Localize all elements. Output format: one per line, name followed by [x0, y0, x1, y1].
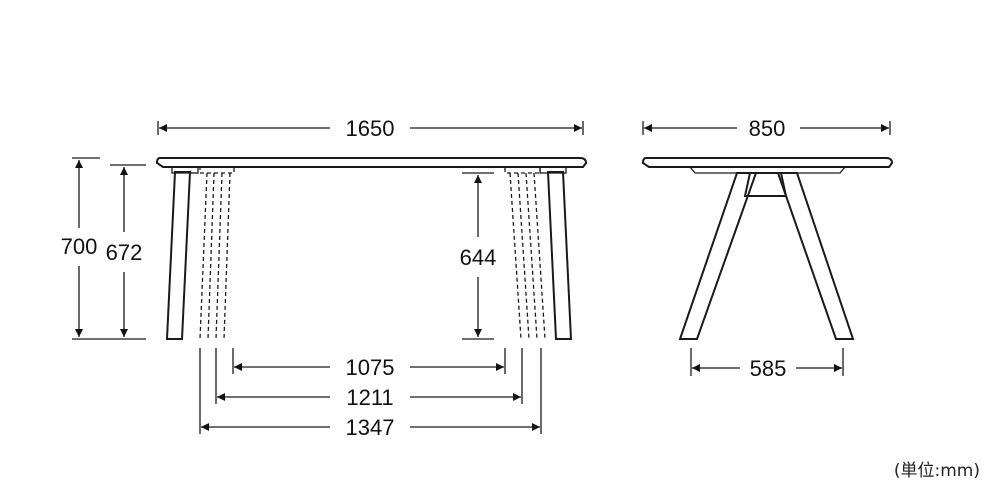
dim-front-width: 1650: [157, 116, 584, 141]
side-apron: [688, 166, 847, 174]
front-view: 1650 700 672 644 107: [61, 116, 588, 440]
dim-label-1650: 1650: [346, 116, 395, 141]
dim-label-1211: 1211: [346, 385, 393, 410]
dim-leg-mid-span: 1211: [217, 385, 521, 410]
dim-leg-inner-span: 1075: [234, 355, 504, 380]
dim-label-1075: 1075: [346, 355, 395, 380]
dim-label-585: 585: [750, 356, 787, 381]
dim-side-leg-span: 585: [690, 348, 844, 381]
front-hidden-legs-right: [504, 166, 546, 340]
side-leg-right: [776, 172, 855, 340]
dim-label-700: 700: [61, 234, 98, 259]
front-hidden-legs-left: [199, 166, 235, 340]
front-leg-left: [165, 171, 192, 340]
dim-label-644: 644: [460, 245, 497, 270]
side-leg-left: [678, 172, 758, 340]
side-view: 850 585: [641, 116, 894, 381]
dim-clearance-height: 644: [460, 175, 497, 337]
dim-label-850: 850: [749, 116, 786, 141]
side-tabletop: [641, 157, 894, 168]
dim-side-depth: 850: [642, 116, 891, 141]
dim-total-height: 700: [61, 160, 98, 337]
dim-label-672: 672: [106, 240, 143, 265]
dim-under-top-height: 672: [106, 167, 143, 337]
front-tabletop: [155, 157, 588, 168]
dim-leg-outer-span: 1347: [201, 415, 540, 440]
dim-label-1347: 1347: [346, 415, 395, 440]
front-leg-right: [546, 171, 573, 340]
unit-note: (単位:mm): [894, 461, 980, 481]
